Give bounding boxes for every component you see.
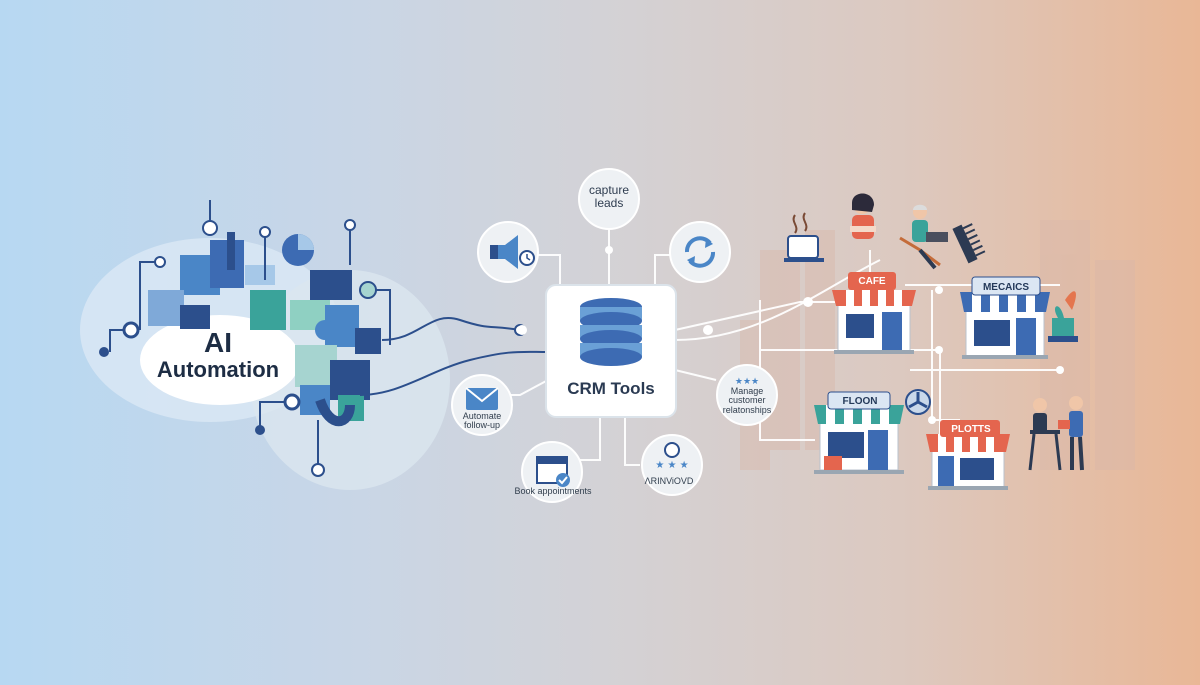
reviews-label: ɅRINViOVD [644,476,694,486]
people-meeting-icon [1028,396,1084,471]
cafe-shop [832,272,916,354]
comb-icon [952,223,986,264]
capture-leads-label: capture leads [588,183,630,210]
sync-arrows-icon [669,221,731,283]
manage-relationships-circle: ★★★ [716,364,778,426]
connector-nodes [517,246,1064,424]
ai-title: AI [204,327,232,358]
potted-plant-icon [1048,291,1078,342]
ai-blocks-cluster [148,232,381,427]
mechanics-shop [960,276,1050,359]
coffee-cup-icon [784,212,824,262]
reviews-stars-icon: ★ ★ ★ [641,434,703,496]
automate-followup-label: Automate follow-up [462,411,502,431]
floon-sign: FLOON [842,396,878,407]
ai-circuit-lines [109,200,549,470]
capture-leads-circle [578,168,640,230]
plots-sign: PLOTTS [951,424,991,435]
ai-circuit-nodes [99,219,526,477]
manage-relationships-label: Manage customer relatonships [722,386,772,415]
woman-person-icon [850,193,876,239]
mechanics-sign: MECAICS [982,282,1030,293]
email-envelope-icon [451,374,513,436]
man-laptop-icon [899,204,948,270]
fan-icon [905,389,931,415]
svg-text:★★★: ★★★ [735,377,759,387]
book-appointments-label: Book appointments [514,486,592,496]
megaphone-icon [477,221,539,283]
svg-text:★ ★ ★: ★ ★ ★ [655,460,688,471]
database-icon [580,298,642,366]
calendar-check-icon [521,441,583,503]
cafe-sign: CAFE [858,276,886,287]
crm-tools-label: CRM Tools [567,379,655,398]
plots-shop [926,420,1010,490]
ai-subtitle: Automation [156,357,280,382]
floon-shop [814,391,904,474]
